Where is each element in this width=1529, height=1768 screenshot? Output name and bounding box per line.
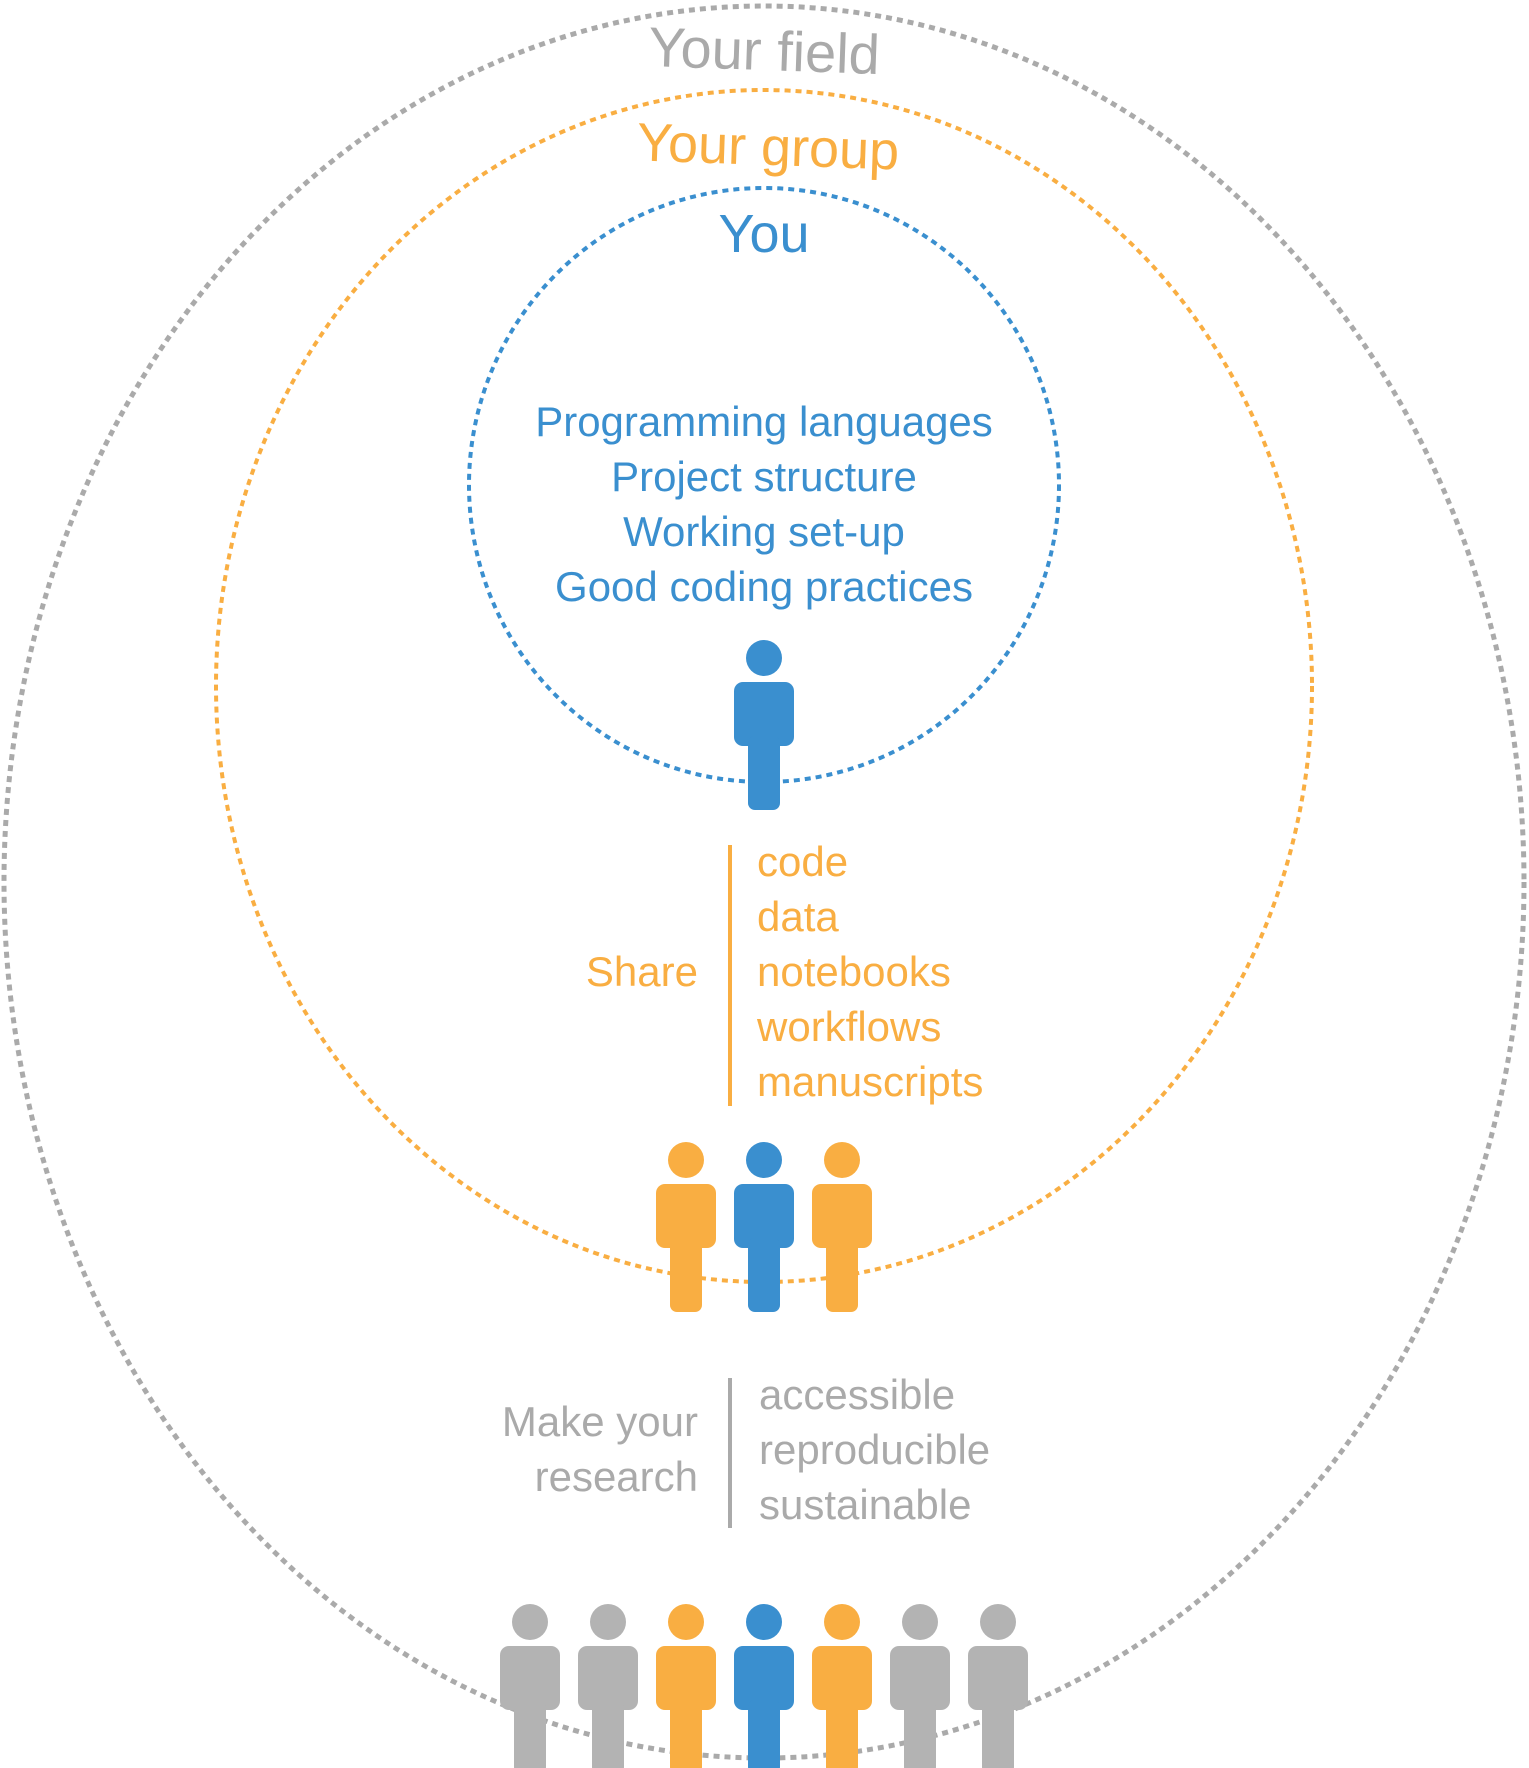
person-head xyxy=(980,1604,1016,1640)
research-items: accessible reproducible sustainable xyxy=(759,1371,990,1528)
research-item: sustainable xyxy=(759,1481,971,1528)
research-item: accessible xyxy=(759,1371,955,1418)
you-topic: Good coding practices xyxy=(555,563,973,610)
you-topic: Working set-up xyxy=(623,508,905,555)
person-head xyxy=(512,1604,548,1640)
person-legs xyxy=(748,1238,780,1312)
person-legs xyxy=(748,736,780,810)
person-icon xyxy=(734,1142,794,1312)
person-torso xyxy=(578,1646,638,1710)
research-item: reproducible xyxy=(759,1426,990,1473)
you-topic: Programming languages xyxy=(535,398,993,445)
you-figure-row xyxy=(734,640,794,810)
group-figure-row xyxy=(656,1142,872,1312)
person-legs xyxy=(826,1700,858,1768)
person-icon xyxy=(656,1604,716,1768)
person-head xyxy=(824,1142,860,1178)
person-legs xyxy=(514,1700,546,1768)
share-items: code data notebooks workflows manuscript… xyxy=(756,838,983,1105)
share-item: workflows xyxy=(756,1003,941,1050)
you-topic: Project structure xyxy=(611,453,917,500)
person-torso xyxy=(812,1646,872,1710)
share-label: Share xyxy=(586,948,698,995)
person-legs xyxy=(904,1700,936,1768)
person-icon xyxy=(578,1604,638,1768)
share-item: notebooks xyxy=(757,948,951,995)
person-head xyxy=(746,1142,782,1178)
share-item: manuscripts xyxy=(757,1058,983,1105)
field-circle xyxy=(1,3,1527,1761)
person-icon xyxy=(968,1604,1028,1768)
person-torso xyxy=(734,682,794,746)
person-head xyxy=(824,1604,860,1640)
person-torso xyxy=(734,1646,794,1710)
field-figure-row xyxy=(500,1604,1028,1768)
person-legs xyxy=(748,1700,780,1768)
person-torso xyxy=(656,1184,716,1248)
person-icon xyxy=(812,1604,872,1768)
person-torso xyxy=(890,1646,950,1710)
person-head xyxy=(746,1604,782,1640)
person-icon xyxy=(890,1604,950,1768)
person-icon xyxy=(734,640,794,810)
person-icon xyxy=(656,1142,716,1312)
group-title: Your group xyxy=(636,112,900,181)
person-torso xyxy=(968,1646,1028,1710)
person-head xyxy=(590,1604,626,1640)
person-legs xyxy=(670,1700,702,1768)
person-legs xyxy=(982,1700,1014,1768)
person-head xyxy=(668,1142,704,1178)
research-label-line1: Make your xyxy=(502,1398,698,1445)
person-legs xyxy=(670,1238,702,1312)
group-circle xyxy=(214,88,1314,1284)
you-topics: Programming languages Project structure … xyxy=(535,398,993,610)
person-torso xyxy=(812,1184,872,1248)
share-item: code xyxy=(757,838,848,885)
person-torso xyxy=(656,1646,716,1710)
field-title: Your field xyxy=(647,15,880,86)
person-legs xyxy=(826,1238,858,1312)
you-title: You xyxy=(718,204,809,264)
person-torso xyxy=(500,1646,560,1710)
share-item: data xyxy=(757,893,839,940)
person-torso xyxy=(734,1184,794,1248)
person-icon xyxy=(500,1604,560,1768)
person-head xyxy=(902,1604,938,1640)
research-label-line2: research xyxy=(535,1453,698,1500)
person-icon xyxy=(812,1142,872,1312)
person-head xyxy=(746,640,782,676)
person-icon xyxy=(734,1604,794,1768)
person-head xyxy=(668,1604,704,1640)
person-legs xyxy=(592,1700,624,1768)
